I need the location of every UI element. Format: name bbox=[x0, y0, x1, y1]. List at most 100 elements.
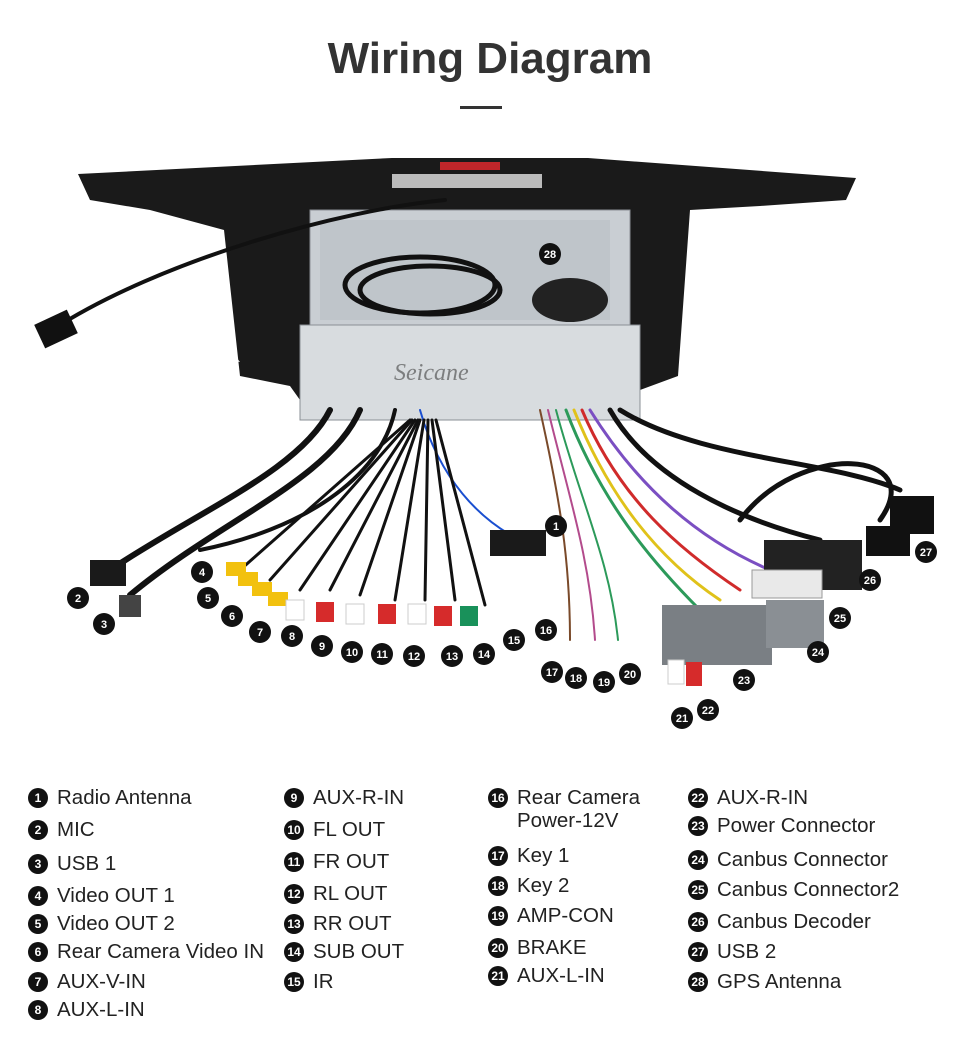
svg-text:8: 8 bbox=[289, 631, 295, 643]
legend-number: 7 bbox=[28, 972, 48, 992]
callout-19: 19 bbox=[593, 671, 615, 693]
legend-number: 28 bbox=[688, 972, 708, 992]
callout-8: 8 bbox=[281, 625, 303, 647]
svg-text:21: 21 bbox=[676, 713, 688, 725]
callout-7: 7 bbox=[249, 621, 271, 643]
legend-label: IR bbox=[313, 970, 334, 993]
svg-text:4: 4 bbox=[199, 567, 206, 579]
svg-text:3: 3 bbox=[101, 619, 107, 631]
legend-number: 9 bbox=[284, 788, 304, 808]
callout-21: 21 bbox=[671, 707, 693, 729]
legend-label: BRAKE bbox=[517, 936, 587, 959]
legend-label: Canbus Connector bbox=[717, 848, 888, 871]
svg-text:5: 5 bbox=[205, 593, 211, 605]
callout-17: 17 bbox=[541, 661, 563, 683]
legend-number: 18 bbox=[488, 876, 508, 896]
callout-24: 24 bbox=[807, 641, 829, 663]
legend-number: 12 bbox=[284, 884, 304, 904]
legend-number: 20 bbox=[488, 938, 508, 958]
svg-text:15: 15 bbox=[508, 635, 520, 647]
svg-text:9: 9 bbox=[319, 641, 325, 653]
callout-11: 11 bbox=[371, 643, 393, 665]
svg-text:18: 18 bbox=[570, 673, 582, 685]
svg-text:2: 2 bbox=[75, 593, 81, 605]
legend-label: USB 2 bbox=[717, 940, 777, 963]
legend-item-20: 20 BRAKE bbox=[488, 936, 587, 959]
svg-text:22: 22 bbox=[702, 705, 714, 717]
legend-label: RL OUT bbox=[313, 882, 388, 905]
watermark: Seicane bbox=[394, 360, 469, 386]
callout-16: 16 bbox=[535, 619, 557, 641]
legend-number: 25 bbox=[688, 880, 708, 900]
legend-number: 15 bbox=[284, 972, 304, 992]
svg-text:14: 14 bbox=[478, 649, 491, 661]
connectors bbox=[34, 309, 934, 686]
legend-number: 23 bbox=[688, 816, 708, 836]
legend-label: USB 1 bbox=[57, 852, 117, 875]
legend-number: 14 bbox=[284, 942, 304, 962]
callout-1: 1 bbox=[545, 515, 567, 537]
legend-item-17: 17 Key 1 bbox=[488, 844, 569, 867]
legend-item-5: 5 Video OUT 2 bbox=[28, 912, 175, 935]
legend-number: 24 bbox=[688, 850, 708, 870]
legend-number: 26 bbox=[688, 912, 708, 932]
callout-2: 2 bbox=[67, 587, 89, 609]
legend-number: 2 bbox=[28, 820, 48, 840]
legend-label: Canbus Decoder bbox=[717, 910, 871, 933]
svg-text:16: 16 bbox=[540, 625, 552, 637]
legend-number: 4 bbox=[28, 886, 48, 906]
legend-number: 13 bbox=[284, 914, 304, 934]
legend-item-12: 12 RL OUT bbox=[284, 882, 387, 905]
legend-item-26: 26 Canbus Decoder bbox=[688, 910, 871, 933]
legend-number: 22 bbox=[688, 788, 708, 808]
legend-label: Key 1 bbox=[517, 844, 570, 867]
callout-26: 26 bbox=[859, 569, 881, 591]
legend-label: Rear Camera Video IN bbox=[57, 940, 264, 963]
callout-20: 20 bbox=[619, 663, 641, 685]
svg-text:13: 13 bbox=[446, 651, 458, 663]
callout-27: 27 bbox=[915, 541, 937, 563]
legend-number: 5 bbox=[28, 914, 48, 934]
callout-15: 15 bbox=[503, 629, 525, 651]
svg-text:6: 6 bbox=[229, 611, 235, 623]
callout-18: 18 bbox=[565, 667, 587, 689]
legend-label: AUX-L-IN bbox=[57, 998, 145, 1021]
legend-label: FL OUT bbox=[313, 818, 386, 841]
legend-item-6: 6 Rear Camera Video IN bbox=[28, 940, 264, 963]
callout-14: 14 bbox=[473, 643, 495, 665]
cable-harness bbox=[50, 198, 903, 641]
svg-text:23: 23 bbox=[738, 675, 750, 687]
callout-22: 22 bbox=[697, 699, 719, 721]
legend-number: 27 bbox=[688, 942, 708, 962]
legend-item-24: 24 Canbus Connector bbox=[688, 848, 888, 871]
svg-text:25: 25 bbox=[834, 613, 846, 625]
callout-4: 4 bbox=[191, 561, 213, 583]
legend-number: 6 bbox=[28, 942, 48, 962]
title-underline bbox=[460, 106, 502, 109]
callout-6: 6 bbox=[221, 605, 243, 627]
callout-28: 28 bbox=[539, 243, 561, 265]
legend-number: 19 bbox=[488, 906, 508, 926]
legend-label: Radio Antenna bbox=[57, 786, 192, 809]
legend-number: 11 bbox=[284, 852, 304, 872]
legend-label: Video OUT 1 bbox=[57, 884, 175, 907]
legend-label: AUX-L-IN bbox=[517, 964, 605, 987]
page-title: Wiring Diagram bbox=[327, 34, 653, 83]
svg-text:11: 11 bbox=[376, 649, 388, 661]
callout-9: 9 bbox=[311, 635, 333, 657]
wiring-diagram: Seicane bbox=[34, 158, 937, 729]
legend-number: 17 bbox=[488, 846, 508, 866]
legend-label: Video OUT 2 bbox=[57, 912, 175, 935]
